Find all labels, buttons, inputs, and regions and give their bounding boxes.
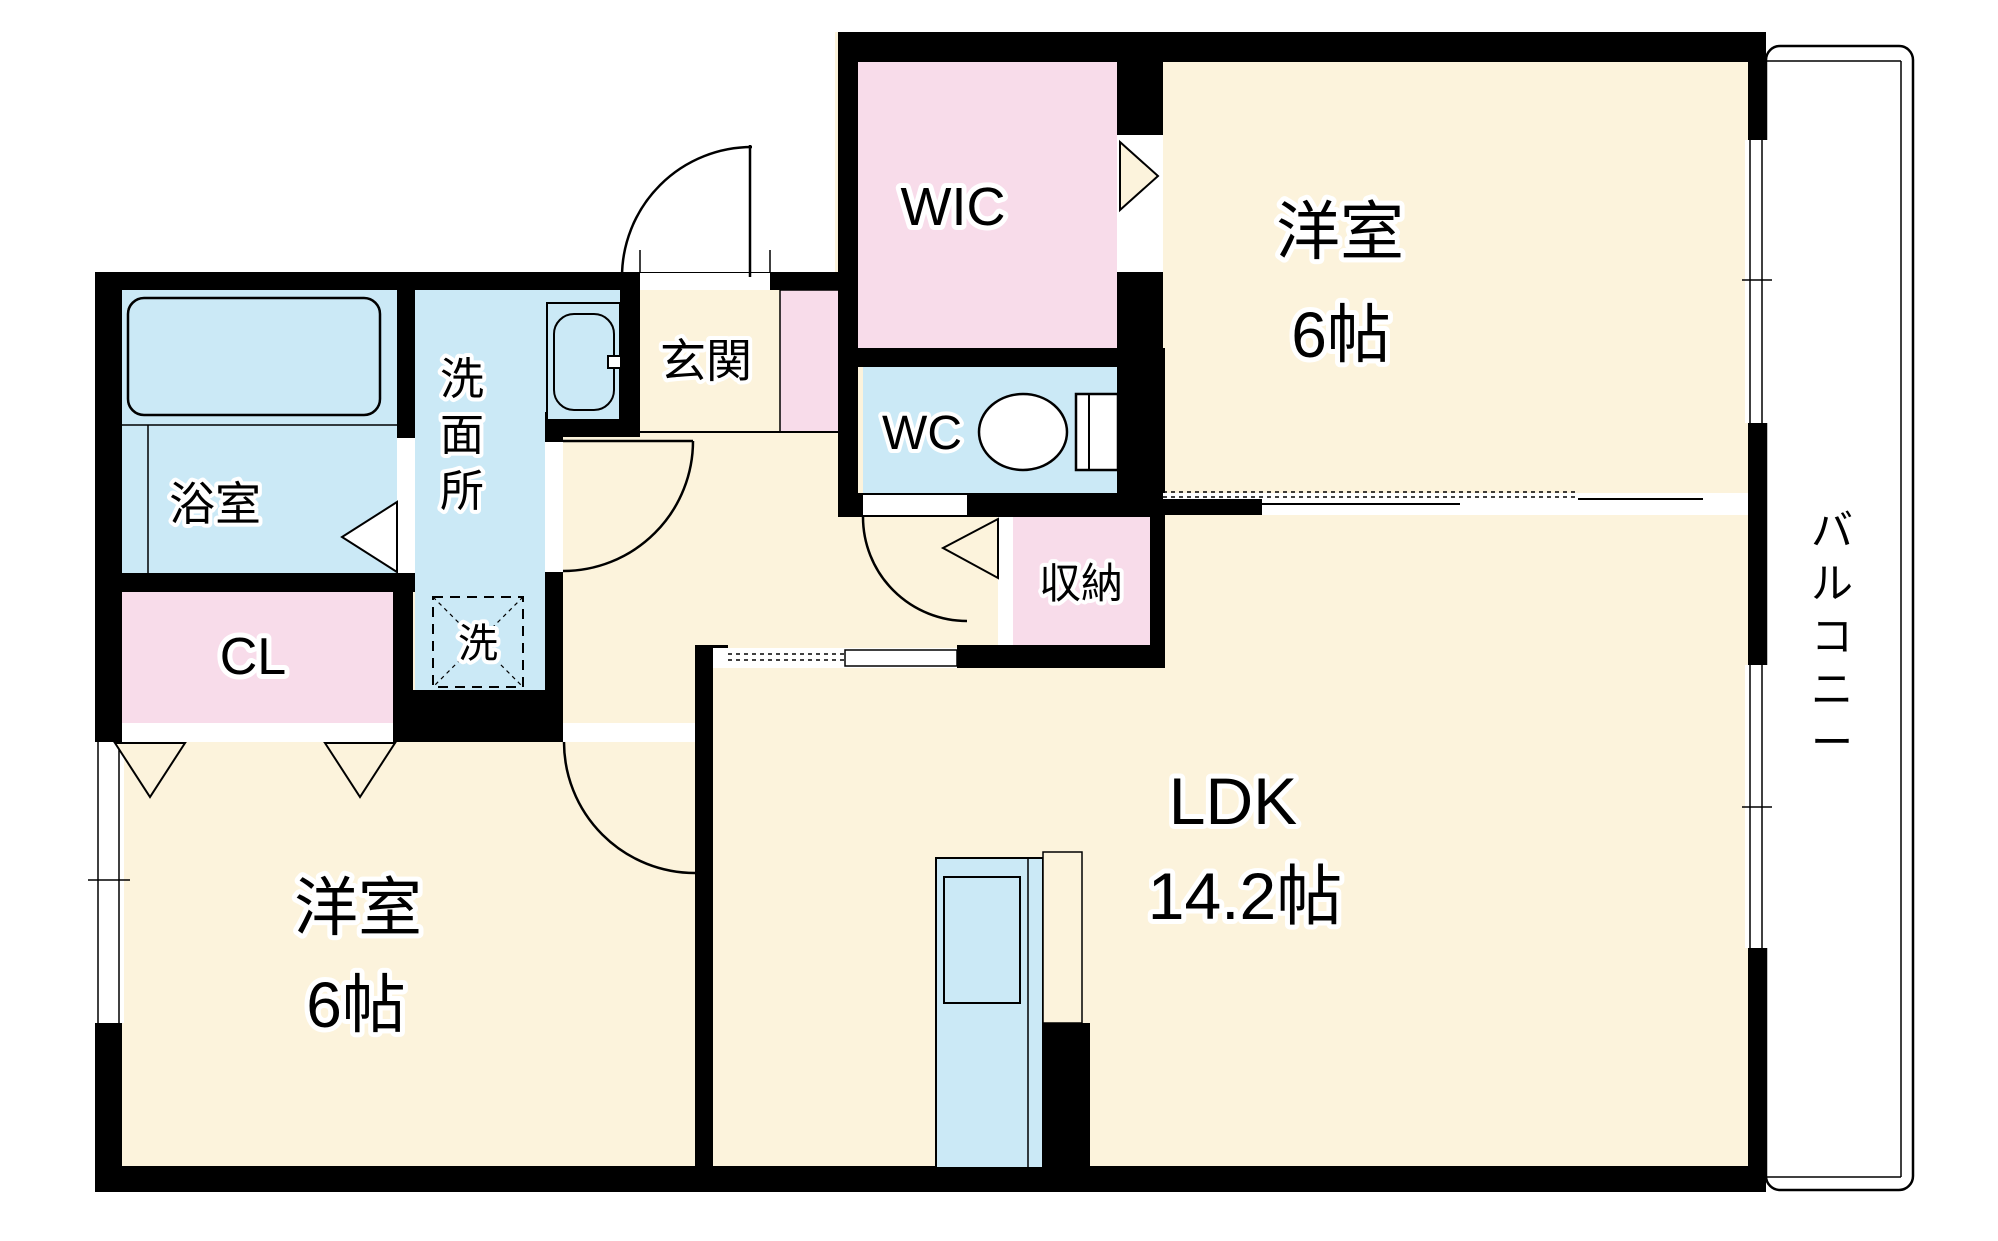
- balcony-label: バ ル コ ニ ー: [1807, 503, 1857, 770]
- svg-text:ー: ー: [1811, 719, 1853, 766]
- storage-floor: [1013, 517, 1150, 645]
- balcony-outline: [1764, 44, 1915, 1192]
- bathroom-door-arrow-icon: [340, 500, 398, 574]
- wc-door-arc: [861, 516, 968, 623]
- entrance-label: 玄関: [660, 335, 752, 387]
- entrance-side-cabinet: [779, 289, 846, 433]
- closet-label: CL: [220, 628, 286, 686]
- washing-machine-icon: [432, 596, 524, 688]
- kitchen-counter-icon: [935, 851, 1083, 1169]
- vanity-sink-icon: [546, 302, 622, 421]
- svg-text:面: 面: [440, 411, 484, 460]
- washer-pan-label: 洗: [458, 622, 498, 666]
- toilet-icon: [977, 392, 1120, 472]
- bedroom-top-size: 6帖: [1291, 299, 1391, 371]
- bathtub-icon: [113, 296, 397, 577]
- bedroom-top-label: 洋室: [1276, 196, 1404, 268]
- svg-text:洗: 洗: [440, 355, 484, 404]
- closet-floor: [122, 592, 393, 723]
- storage-door-arrow-icon: [940, 517, 999, 580]
- entrance-door-arc: [620, 145, 753, 278]
- bedroom-left-size: 6帖: [306, 969, 406, 1041]
- doors: [113, 139, 1160, 875]
- ldk-size: 14.2帖: [1148, 859, 1342, 933]
- bathroom-label: 浴室: [169, 478, 261, 530]
- washroom-label: 洗 面 所: [436, 351, 488, 520]
- washroom-door-arc: [562, 440, 695, 573]
- closet-folding-door-icon: [113, 742, 187, 799]
- svg-text:所: 所: [440, 467, 484, 516]
- openings: [88, 135, 1772, 1023]
- svg-text:ニ: ニ: [1811, 666, 1853, 713]
- ldk-label: LDK: [1169, 764, 1297, 838]
- svg-text:ル: ル: [1811, 560, 1853, 607]
- svg-text:コ: コ: [1811, 613, 1853, 660]
- wic-door-arrow-icon: [1119, 139, 1160, 213]
- bedroom-left-label: 洋室: [294, 872, 422, 944]
- bedroom-left-door-arc: [562, 741, 696, 875]
- wc-label: WC: [882, 407, 962, 460]
- walls: [95, 32, 1766, 1192]
- wic-label: WIC: [901, 177, 1006, 237]
- svg-text:バ: バ: [1811, 507, 1853, 554]
- washroom-floor-lower: [415, 290, 545, 692]
- closet-folding-door-icon-2: [323, 742, 397, 799]
- wic-floor: [858, 62, 1117, 348]
- storage-label: 収納: [1039, 560, 1123, 607]
